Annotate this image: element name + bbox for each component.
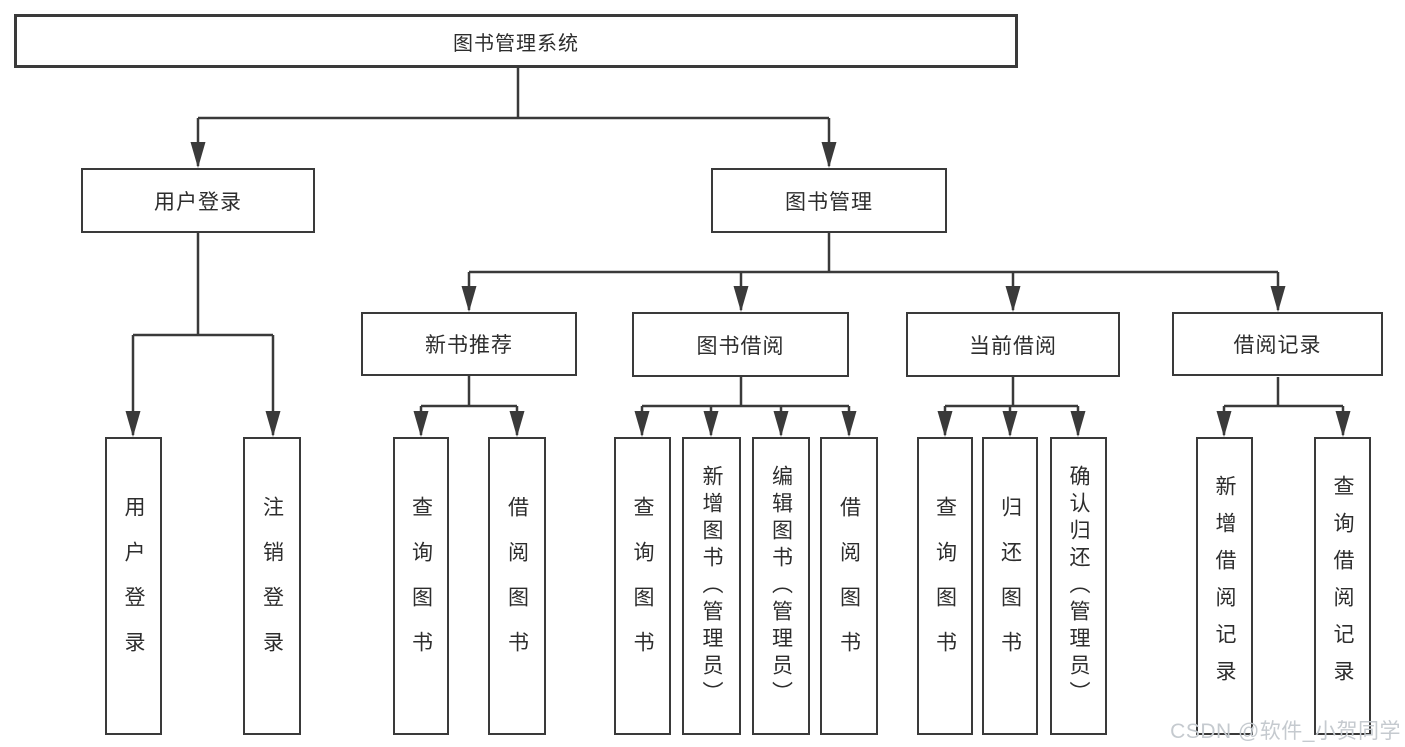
node-new-book-rec-label: 新书推荐 bbox=[425, 334, 513, 357]
leaf-bor-add-books: 新增图书（管理员） bbox=[682, 437, 741, 735]
leaf-logout-label: 注销登录 bbox=[260, 496, 284, 676]
leaf-rcd-add-record: 新增借阅记录 bbox=[1196, 437, 1253, 735]
leaf-cur-confirm-return: 确认归还（管理员） bbox=[1050, 437, 1107, 735]
leaf-cur-query-books: 查询图书 bbox=[917, 437, 973, 735]
node-user-login-label: 用户登录 bbox=[154, 190, 242, 214]
leaf-rcd-query-record-label: 查询借阅记录 bbox=[1331, 475, 1354, 697]
node-book-borrow-label: 图书借阅 bbox=[696, 334, 785, 358]
node-book-borrow: 图书借阅 bbox=[632, 312, 849, 377]
node-borrow-records-label: 借阅记录 bbox=[1233, 334, 1322, 357]
leaf-bor-query-books-label: 查询图书 bbox=[631, 496, 654, 676]
leaf-rec-borrow-books-label: 借阅图书 bbox=[505, 496, 529, 676]
csdn-watermark: CSDN @软件_小贺同学 bbox=[1170, 720, 1401, 743]
leaf-logout: 注销登录 bbox=[243, 437, 301, 735]
node-new-book-rec: 新书推荐 bbox=[361, 312, 577, 376]
node-root-label: 图书管理系统 bbox=[453, 32, 579, 55]
leaf-bor-edit-books: 编辑图书（管理员） bbox=[752, 437, 810, 735]
node-user-login: 用户登录 bbox=[81, 168, 315, 233]
node-book-mgmt-label: 图书管理 bbox=[785, 190, 873, 214]
leaf-bor-edit-books-label: 编辑图书（管理员） bbox=[769, 464, 793, 708]
leaf-cur-return-books: 归还图书 bbox=[982, 437, 1038, 735]
leaf-bor-add-books-label: 新增图书（管理员） bbox=[700, 464, 723, 708]
leaf-rcd-add-record-label: 新增借阅记录 bbox=[1213, 475, 1236, 697]
leaf-rec-query-books: 查询图书 bbox=[393, 437, 449, 735]
node-root: 图书管理系统 bbox=[14, 14, 1018, 68]
leaf-user-login: 用户登录 bbox=[105, 437, 162, 735]
leaf-user-login-label: 用户登录 bbox=[122, 496, 145, 676]
node-current-borrow: 当前借阅 bbox=[906, 312, 1120, 377]
leaf-cur-confirm-return-label: 确认归还（管理员） bbox=[1067, 464, 1090, 708]
leaf-rec-borrow-books: 借阅图书 bbox=[488, 437, 546, 735]
node-book-mgmt: 图书管理 bbox=[711, 168, 947, 233]
leaf-cur-return-books-label: 归还图书 bbox=[998, 496, 1022, 676]
leaf-rcd-query-record: 查询借阅记录 bbox=[1314, 437, 1371, 735]
node-current-borrow-label: 当前借阅 bbox=[969, 334, 1057, 358]
leaf-cur-query-books-label: 查询图书 bbox=[933, 496, 957, 676]
node-borrow-records: 借阅记录 bbox=[1172, 312, 1383, 376]
leaf-bor-query-books: 查询图书 bbox=[614, 437, 671, 735]
leaf-rec-query-books-label: 查询图书 bbox=[409, 496, 433, 676]
leaf-bor-borrow-books-label: 借阅图书 bbox=[837, 496, 861, 676]
leaf-bor-borrow-books: 借阅图书 bbox=[820, 437, 878, 735]
